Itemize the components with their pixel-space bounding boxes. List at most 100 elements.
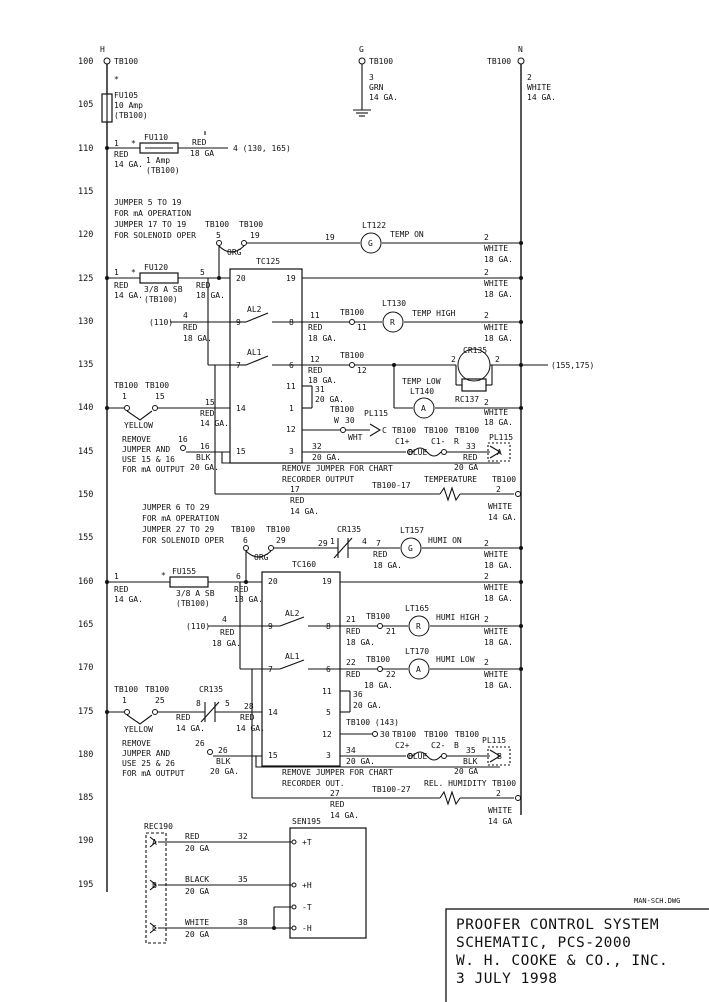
ga18-label: 18 GA.: [234, 595, 263, 604]
jumper-note: JUMPER 27 TO 29: [142, 525, 214, 534]
tc160-controller: TC160 AL2 AL1 20 9 7 14 15 19 8 6 11 5 1…: [261, 560, 341, 767]
wire-5: 5: [200, 268, 205, 277]
tb100-label: TB100: [231, 525, 255, 534]
rung-number: 150: [78, 490, 93, 500]
title-line-4: 3 JULY 1998: [456, 971, 558, 987]
pin-5: 1: [289, 404, 294, 413]
yellow-jumper: YELLOW: [124, 725, 153, 734]
asterisk: *: [114, 75, 119, 84]
terminal-5: 5: [225, 699, 230, 708]
wire-w30: 30: [380, 730, 390, 739]
fu155-fuse: [169, 576, 209, 588]
rung-number: 115: [78, 187, 93, 197]
fu120-fuse: [139, 272, 179, 284]
tb100-17: TB100-17: [372, 481, 411, 490]
ga18-label: 18 GA.: [484, 290, 513, 299]
tb100-label: TB100: [369, 57, 393, 66]
wire-6: 6: [236, 572, 241, 581]
temp-high-label: TEMP HIGH: [412, 309, 456, 318]
sen195-sensor: [289, 827, 367, 939]
tb100-label: TB100: [145, 685, 169, 694]
rec-pin-a: A: [152, 838, 157, 847]
lamp-color-g: G: [368, 239, 373, 248]
ga18-label: 18 GA.: [484, 594, 513, 603]
wire-2: 2: [484, 615, 489, 624]
wire-38: 38: [238, 918, 248, 927]
rec190-label: REC190: [144, 822, 173, 831]
wire-35: 35: [466, 746, 476, 755]
ga18-label: 18 GA.: [196, 291, 225, 300]
red-label: RED: [373, 550, 388, 559]
ga20-label: 20 GA.: [353, 701, 382, 710]
ga14-label: 14 GA.: [114, 595, 143, 604]
recorder-sensor: REC190 SEN195 A RED 20 GA 32 +T B BLACK …: [144, 817, 367, 944]
chart-note: RECORDER OUTPUT: [282, 475, 354, 484]
rung-number: 125: [78, 274, 93, 284]
tb100-label: TB100: [145, 381, 169, 390]
white-label: WHITE: [484, 279, 508, 288]
fu110-rating: 1 Amp: [146, 156, 170, 165]
tb100-label: TB100: [205, 220, 229, 229]
white-label: WHITE: [488, 806, 512, 815]
lt157-label: LT157: [400, 526, 424, 535]
rung-number: 190: [78, 836, 93, 846]
rung-number: 185: [78, 793, 93, 803]
asterisk: *: [131, 139, 136, 148]
tb100-label: TB100: [114, 57, 138, 66]
rc137-label: RC137: [455, 395, 479, 404]
pin-20: 20: [236, 274, 246, 283]
humidity-sensor-label: REL. HUMIDITY: [424, 779, 487, 788]
wire-4-ref: 4 (130, 165): [233, 144, 291, 153]
ga14-label: 14 GA.: [290, 507, 319, 516]
red-label: RED: [308, 323, 323, 332]
remove-note: FOR mA OUTPUT: [122, 769, 185, 778]
wire-32: 32: [312, 442, 322, 451]
rung-120: JUMPER 5 TO 19 FOR mA OPERATION JUMPER 1…: [114, 198, 523, 278]
ga18-label: 18 GA.: [212, 639, 241, 648]
red-label: RED: [114, 150, 129, 159]
drawing-filename: MAN-SCH.DWG: [634, 897, 680, 905]
c2-minus: C2-: [431, 741, 445, 750]
rung-145: TB100 W 30 WHT C PL115 A PL115 TB100 TB1…: [122, 405, 513, 484]
fu120-label: FU120: [144, 263, 168, 272]
ga20-label: 20 GA.: [346, 757, 375, 766]
tb100-label: TB100: [114, 685, 138, 694]
rung-number: 155: [78, 533, 93, 543]
c1-minus: C1-: [431, 437, 445, 446]
lt122-lamp: [360, 232, 382, 254]
jumper-note: JUMPER 17 TO 19: [114, 220, 186, 229]
pl115-label: PL115: [482, 736, 506, 745]
white-label: WHITE: [484, 583, 508, 592]
rung-number: 135: [78, 360, 93, 370]
blk-label: BLK: [196, 453, 211, 462]
tb100-label: TB100: [455, 730, 479, 739]
ref-155-175: (155,175): [551, 361, 594, 370]
wire-4: 4: [222, 615, 227, 624]
c2-plus: C2+: [395, 741, 410, 750]
remove-note: USE 25 & 26: [122, 759, 175, 768]
rung-number: 145: [78, 447, 93, 457]
lt130-label: LT130: [382, 299, 406, 308]
wire-19: 19: [325, 233, 335, 242]
tb100-label: TB100: [366, 612, 390, 621]
ga18-label: 18 GA.: [308, 376, 337, 385]
rung-number: 130: [78, 317, 93, 327]
tb100-label: TB100: [424, 730, 448, 739]
ga20-label: 20 GA: [454, 463, 478, 472]
white-label: WHITE: [527, 83, 551, 92]
rung-number: 195: [78, 880, 93, 890]
red-label: RED: [200, 409, 215, 418]
jumper-note: FOR SOLENOID OPER: [114, 231, 196, 240]
wire-33: 33: [466, 442, 476, 451]
lt165-label: LT165: [405, 604, 429, 613]
remove-note: JUMPER AND: [122, 749, 170, 758]
al2-label: AL2: [285, 609, 300, 618]
pl115-label: PL115: [489, 433, 513, 442]
ref-110: (110): [186, 622, 210, 631]
fu105-label: FU105: [114, 91, 138, 100]
fu155-tb: (TB100): [176, 599, 210, 608]
wire-22: 22: [386, 670, 396, 679]
wire-3: 3: [369, 73, 374, 82]
ga14-label: 14 GA.: [176, 724, 205, 733]
terminal-2: 2: [495, 355, 500, 364]
